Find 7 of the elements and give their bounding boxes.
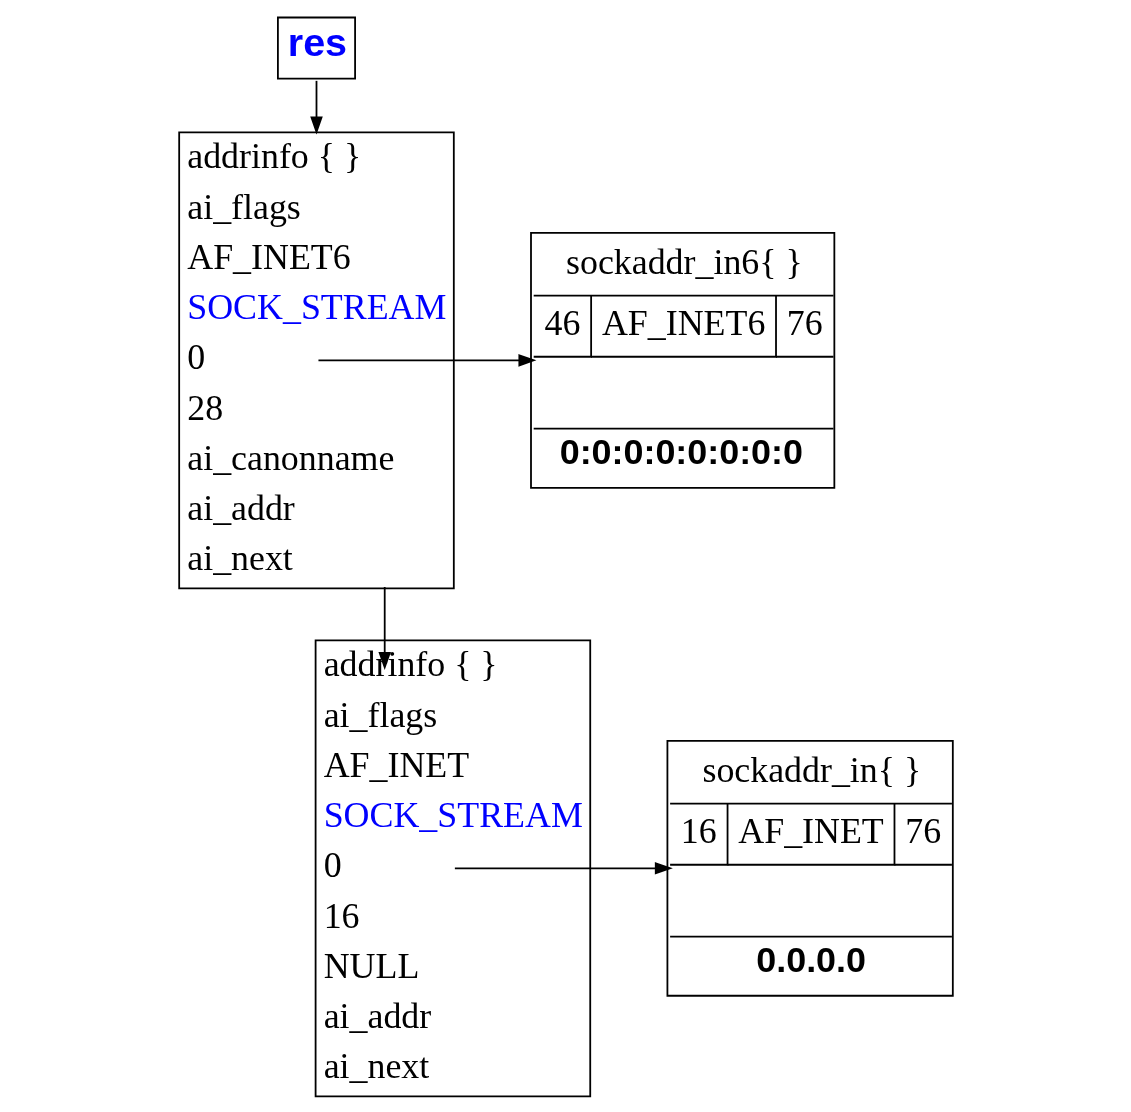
arrow bbox=[309, 79, 323, 135]
node-box: addrinfo { } ai_flags AF_INET SOCK_STREAM 0 16 NULL ai_addr ai_next bbox=[314, 639, 591, 1098]
arrow bbox=[377, 586, 391, 670]
arrow bbox=[453, 862, 673, 875]
arrow bbox=[317, 354, 536, 367]
node-box: addrinfo { } ai_flags AF_INET6 SOCK_STREAM 0 28 ai_canonname ai_addr ai_next bbox=[177, 131, 455, 590]
node-box: res bbox=[276, 16, 356, 80]
